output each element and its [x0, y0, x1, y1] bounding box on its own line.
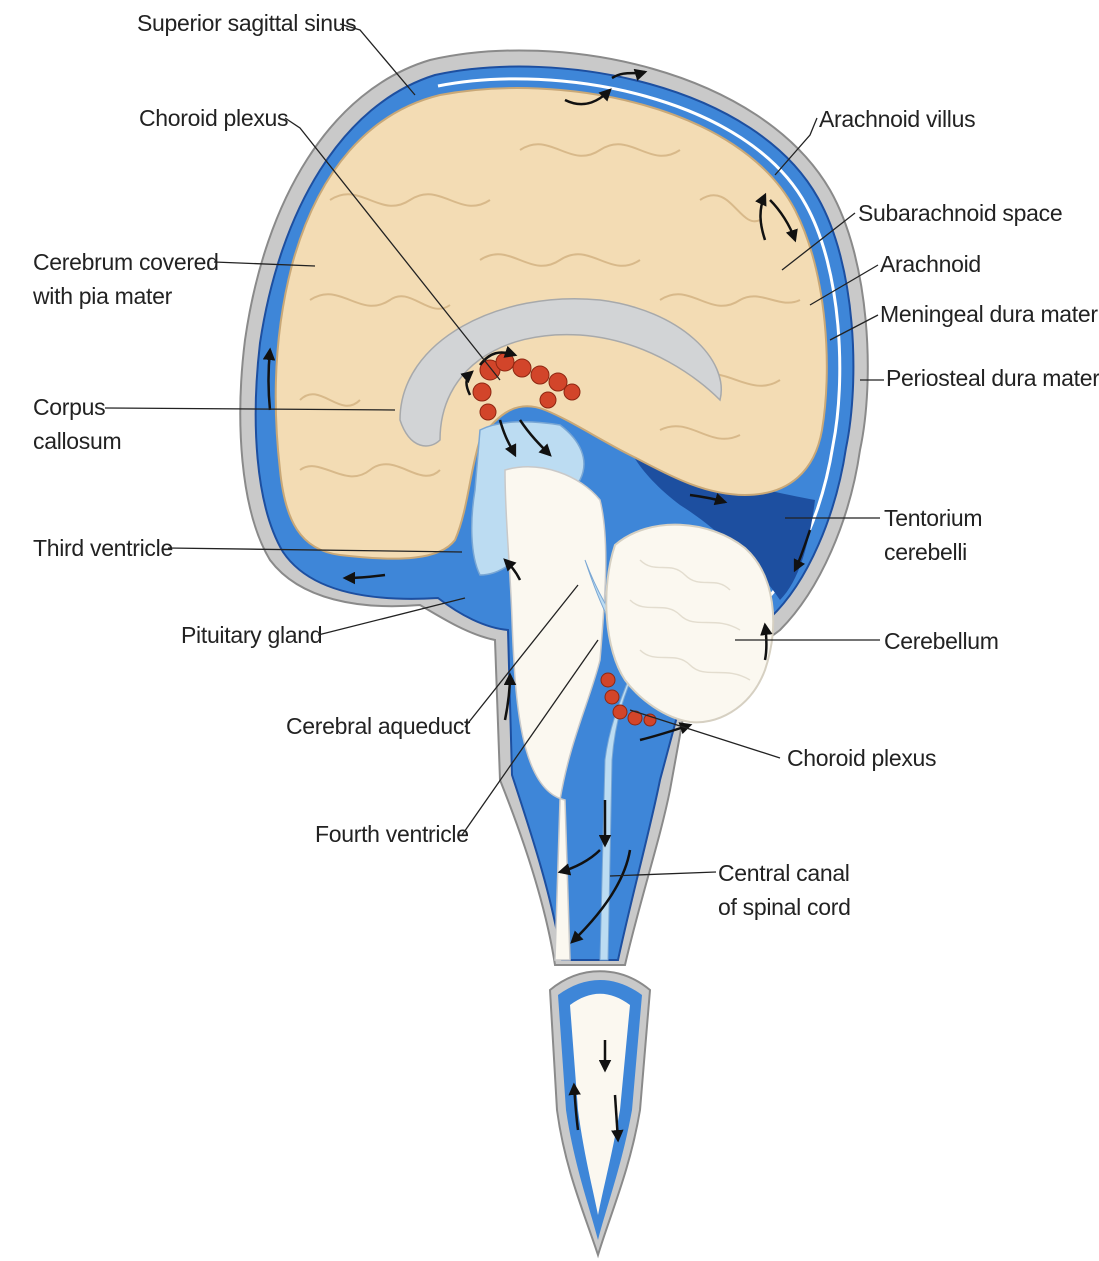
label-central-canal: Central canal of spinal cord [718, 856, 851, 924]
label-arachnoid-villus: Arachnoid villus [819, 102, 975, 136]
label-tentorium-line2: cerebelli [884, 535, 982, 569]
label-subarachnoid-space: Subarachnoid space [858, 196, 1062, 230]
label-central-canal-line2: of spinal cord [718, 890, 851, 924]
label-choroid-plexus-top: Choroid plexus [139, 101, 288, 135]
label-cerebellum: Cerebellum [884, 624, 999, 658]
label-cerebrum: Cerebrum covered with pia mater [33, 245, 219, 313]
label-superior-sagittal-sinus: Superior sagittal sinus [137, 6, 356, 40]
label-third-ventricle: Third ventricle [33, 531, 173, 565]
label-cerebrum-line1: Cerebrum covered [33, 245, 219, 279]
label-corpus-line1: Corpus [33, 390, 121, 424]
label-fourth-ventricle: Fourth ventricle [315, 817, 469, 851]
label-corpus-line2: callosum [33, 424, 121, 458]
label-tentorium-line1: Tentorium [884, 501, 982, 535]
label-cerebral-aqueduct: Cerebral aqueduct [286, 709, 470, 743]
label-pituitary-gland: Pituitary gland [181, 618, 322, 652]
label-central-canal-line1: Central canal [718, 856, 851, 890]
label-corpus-callosum: Corpus callosum [33, 390, 121, 458]
label-arachnoid: Arachnoid [880, 247, 981, 281]
label-cerebrum-line2: with pia mater [33, 279, 219, 313]
label-choroid-plexus-bottom: Choroid plexus [787, 741, 936, 775]
label-tentorium-cerebelli: Tentorium cerebelli [884, 501, 982, 569]
label-meningeal-dura-mater: Meningeal dura mater [880, 297, 1098, 331]
label-periosteal-dura-mater: Periosteal dura mater [886, 361, 1099, 395]
